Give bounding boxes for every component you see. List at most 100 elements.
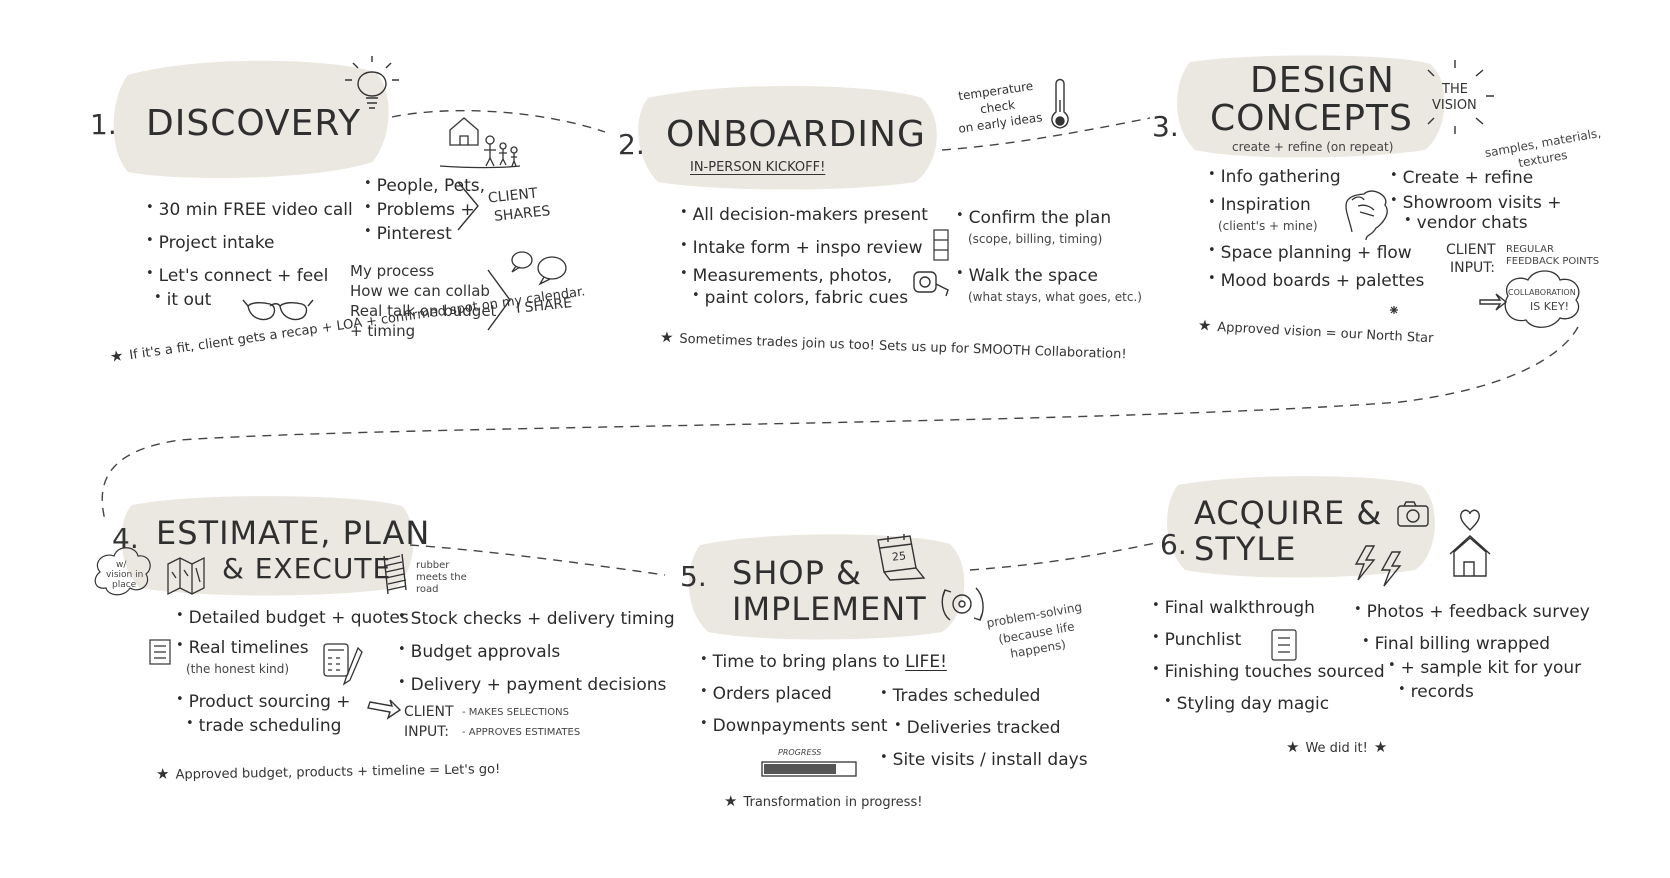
- rubber-note: meets the: [416, 572, 467, 583]
- gear-cycle-icon: [941, 587, 984, 621]
- brain-head-icon: [1345, 190, 1388, 241]
- arrow-right-icon: [1479, 293, 1508, 311]
- step-5-title-line1: SHOP &: [732, 554, 862, 592]
- star-icon: ★: [659, 328, 674, 347]
- step-4-item: Product sourcing +: [176, 692, 351, 714]
- lightbulb-icon: [345, 56, 399, 109]
- speech-bubbles-icon: [511, 251, 567, 286]
- step-2-number: 2.: [618, 128, 645, 161]
- step-4-item: Delivery + payment decisions: [398, 675, 667, 697]
- vision-cloud-text: vision in: [106, 570, 144, 580]
- vision-label: VISION: [1432, 98, 1477, 113]
- progress-label: PROGRESS: [778, 748, 822, 757]
- blob-acquire: [1167, 476, 1435, 578]
- step-5-title-line2: IMPLEMENT: [732, 590, 927, 628]
- vision-cloud-text: w/: [116, 560, 127, 570]
- step-4-number: 4.: [112, 522, 139, 555]
- step-6-title-line1: ACQUIRE &: [1194, 494, 1383, 532]
- client-input-detail: FEEDBACK POINTS: [1506, 256, 1600, 267]
- blob-estimate: [121, 496, 414, 596]
- step-6-title-line2: STYLE: [1194, 530, 1297, 568]
- tape-measure-icon: [913, 271, 949, 297]
- vision-rays-icon: [1427, 60, 1494, 134]
- collaboration-cloud: [1504, 270, 1580, 328]
- glasses-icon: [242, 299, 314, 321]
- house-family-icon: [439, 117, 521, 169]
- star-icon: ★: [1286, 738, 1300, 756]
- i-share-line: + timing: [350, 322, 416, 340]
- step-3-item: Mood boards + palettes: [1208, 271, 1425, 293]
- star-icon: ★: [155, 764, 170, 784]
- step-2-item-detail: (scope, billing, timing): [968, 232, 1103, 246]
- step-2-item-detail: (what stays, what goes, etc.): [968, 290, 1142, 304]
- punchlist-clipboard-icon: [1271, 629, 1297, 661]
- step-4-item: Detailed budget + quotes: [176, 608, 409, 630]
- client-shares-line: Pinterest: [364, 224, 452, 246]
- step-2-item: Measurements, photos,: [680, 266, 893, 288]
- step-2-item: Confirm the plan: [956, 208, 1111, 230]
- step-4-item: Budget approvals: [398, 642, 561, 664]
- blob-discovery: [113, 60, 389, 178]
- tire-track-icon: [383, 553, 407, 595]
- step-4-item-detail: (the honest kind): [186, 662, 290, 676]
- client-shares-line: People, Pets,: [364, 176, 485, 198]
- step-4-item: Stock checks + delivery timing: [398, 609, 675, 631]
- client-input-label: CLIENT: [1446, 242, 1496, 258]
- step-1-item: 30 min FREE video call: [146, 200, 353, 222]
- blob-shop: [688, 534, 965, 640]
- step-5-item: Time to bring plans to LIFE!: [700, 652, 947, 674]
- step-3-item: Showroom visits +: [1390, 193, 1562, 215]
- client-input-label: CLIENT: [404, 704, 454, 720]
- star-icon: ★: [724, 792, 738, 810]
- step-4-item-continued: trade scheduling: [186, 716, 342, 738]
- step-6-item: Styling day magic: [1164, 694, 1329, 716]
- collaboration-text: COLLABORATION: [1508, 288, 1576, 297]
- vision-label: THE: [1442, 82, 1468, 97]
- step-3-item: Info gathering: [1208, 167, 1341, 189]
- step-1-item: Let's connect + feel: [146, 266, 329, 288]
- step-2-item: All decision-makers present: [680, 205, 928, 227]
- map-icon: [167, 556, 205, 596]
- step-2-subtitle: IN-PERSON KICKOFF!: [690, 160, 826, 175]
- client-input-detail: - APPROVES ESTIMATES: [462, 727, 581, 738]
- calendar-day: 25: [891, 549, 907, 564]
- client-input-label: INPUT:: [404, 724, 450, 740]
- step-3-title-line2: CONCEPTS: [1210, 98, 1413, 139]
- calculator-pen-icon: [323, 643, 363, 686]
- i-share-line: How we can collab: [350, 282, 490, 300]
- blob-design: [1177, 55, 1445, 158]
- step-6-item-continued: + sample kit for your: [1388, 658, 1582, 680]
- step-5-number: 5.: [680, 560, 707, 593]
- step-1-title: DISCOVERY: [146, 103, 362, 144]
- clipboard-icon: [933, 229, 949, 261]
- step-6-item: Photos + feedback survey: [1354, 602, 1590, 624]
- step-4-title-line2: & EXECUTE: [222, 552, 392, 585]
- sparkle-icon: [1390, 306, 1398, 314]
- progress-bar: [761, 761, 857, 777]
- step-6-item: Finishing touches sourced: [1152, 662, 1385, 684]
- step-3-item-continued: vendor chats: [1404, 213, 1528, 235]
- step-3-item: Space planning + flow: [1208, 243, 1412, 265]
- dashed-path: [101, 109, 1579, 576]
- step-3-item: Create + refine: [1390, 168, 1534, 190]
- step-5-item: Downpayments sent: [700, 716, 888, 738]
- step-4-title-line1: ESTIMATE, PLAN: [156, 514, 431, 552]
- star-icon: ★: [108, 346, 125, 366]
- thermometer-icon: [1051, 78, 1069, 129]
- blob-onboarding: [638, 85, 937, 190]
- step-1-number: 1.: [90, 108, 117, 141]
- collaboration-text: IS KEY!: [1530, 300, 1570, 313]
- client-input-label: INPUT:: [1450, 260, 1496, 276]
- vision-cloud-text: place: [112, 580, 137, 590]
- star-icon: ★: [1373, 738, 1388, 756]
- i-share-line: Real talk on budget: [350, 302, 497, 320]
- client-shares-line: Problems +: [364, 200, 475, 222]
- step-2-item-continued: paint colors, fabric cues: [692, 288, 908, 310]
- client-input-detail: - MAKES SELECTIONS: [462, 707, 569, 718]
- lightning-icon: [1354, 545, 1402, 587]
- step-3-title-line1: DESIGN: [1250, 60, 1395, 101]
- step-6-number: 6.: [1160, 528, 1187, 561]
- step-4-item: Real timelines: [176, 638, 309, 660]
